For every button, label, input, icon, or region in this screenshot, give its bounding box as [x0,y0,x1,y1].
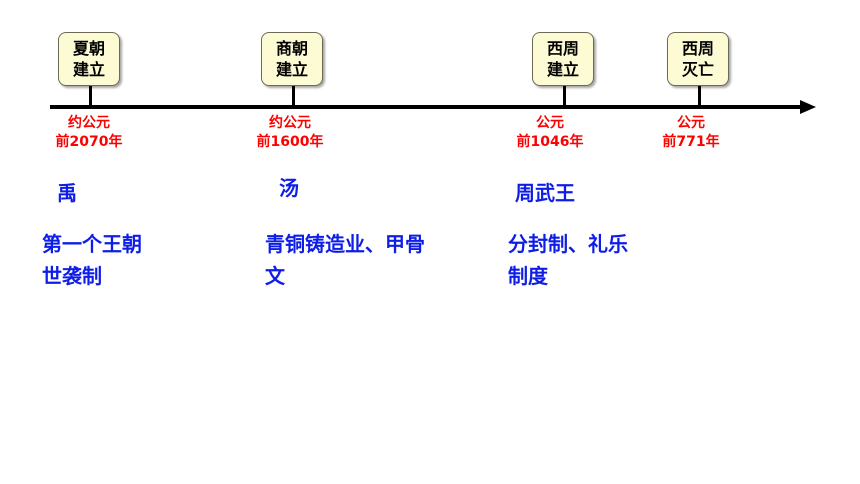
event-date-shang: 约公元 前1600年 [256,115,324,150]
event-date-western-zhou-fell: 公元 前771年 [662,115,720,150]
event-person-western-zhou: 周武王 [515,181,575,205]
event-box-shang-founded: 商朝 建立 [261,32,323,86]
axis-line [50,105,802,109]
event-tick [563,85,566,107]
event-tick [292,85,295,107]
event-note-western-zhou: 分封制、礼乐 制度 [508,232,628,288]
event-box-xia-founded: 夏朝 建立 [58,32,120,86]
event-note-shang: 青铜铸造业、甲骨 文 [265,232,425,288]
event-date-western-zhou-founded: 公元 前1046年 [516,115,584,150]
event-date-xia: 约公元 前2070年 [55,115,123,150]
arrow-right-icon [800,100,816,114]
event-box-western-zhou-fell: 西周 灭亡 [667,32,729,86]
event-tick [698,85,701,107]
event-person-shang: 汤 [279,176,299,200]
event-box-western-zhou-founded: 西周 建立 [532,32,594,86]
event-person-xia: 禹 [57,181,77,205]
event-tick [89,85,92,107]
event-note-xia: 第一个王朝 世袭制 [42,232,142,288]
